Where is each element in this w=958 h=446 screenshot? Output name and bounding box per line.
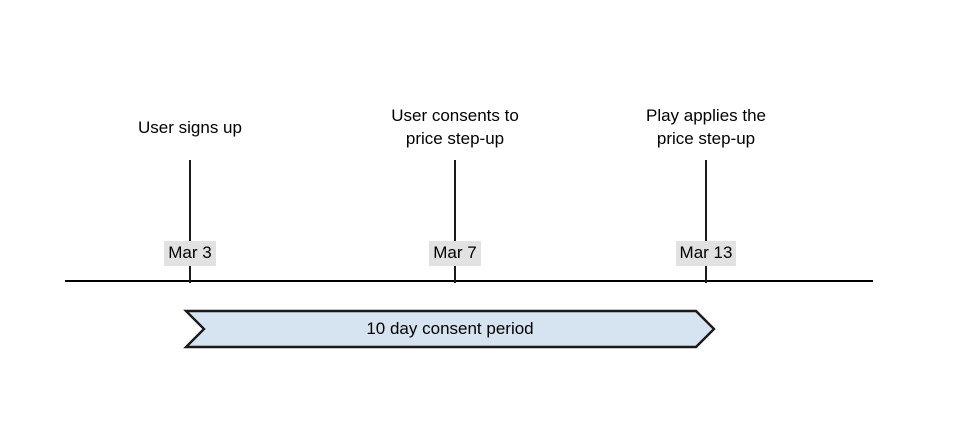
event-date-wrap-play-applies-step-up: Mar 13	[616, 241, 796, 266]
timeline-axis	[65, 280, 873, 282]
event-tick-user-consents	[454, 160, 456, 283]
event-label-user-consents: User consents to price step-up	[391, 106, 519, 148]
event-tick-user-signs-up	[189, 160, 191, 283]
event-date-badge-mar-13: Mar 13	[675, 241, 737, 266]
event-label-play-applies-step-up: Play applies the price step-up	[645, 106, 767, 148]
event-label-user-signs-up: User signs up	[138, 118, 242, 137]
chevron-polygon	[183, 309, 716, 349]
event-date-wrap-user-consents: Mar 7	[365, 241, 545, 266]
event-tick-play-applies-step-up	[705, 160, 707, 283]
event-date-badge-mar-7: Mar 7	[429, 241, 481, 266]
consent-period-chevron-shape	[183, 309, 716, 349]
consent-period-banner: 10 day consent period	[183, 309, 716, 349]
event-date-badge-mar-3: Mar 3	[164, 241, 216, 266]
event-date-wrap-user-signs-up: Mar 3	[100, 241, 280, 266]
